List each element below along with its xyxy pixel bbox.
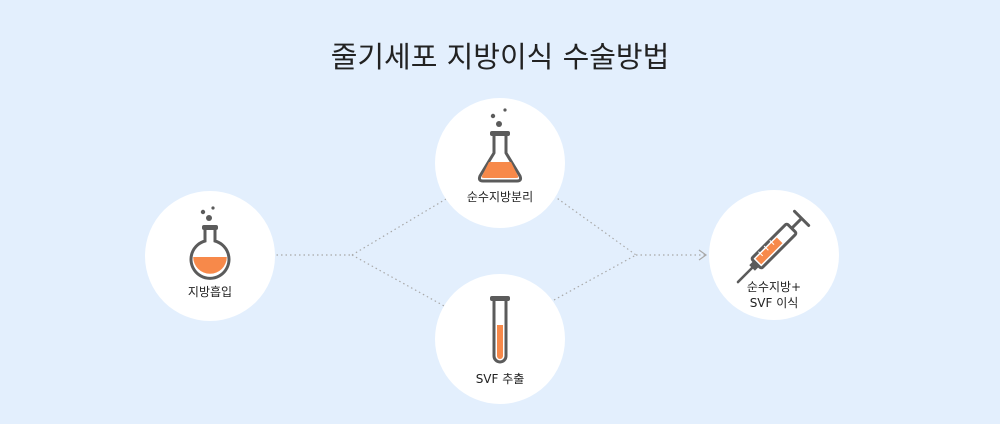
step-label-line2: SVF 이식 bbox=[749, 296, 799, 310]
conical-flask-icon bbox=[477, 108, 523, 183]
step-svf-extraction: SVF 추출 bbox=[435, 274, 565, 404]
step-label-line1: 순수지방+ bbox=[746, 280, 802, 294]
step-transplant: 순수지방+ SVF 이식 bbox=[709, 190, 839, 320]
round-flask-icon bbox=[189, 206, 231, 280]
step-label: SVF 추출 bbox=[475, 372, 525, 386]
test-tube-icon bbox=[490, 296, 510, 364]
page-title: 줄기세포 지방이식 수술방법 bbox=[330, 40, 670, 74]
step-label: 순수지방분리 bbox=[466, 190, 534, 204]
step-label: 지방흡입 bbox=[187, 285, 233, 299]
syringe-icon bbox=[736, 209, 811, 284]
step-fat-separation: 순수지방분리 bbox=[435, 98, 565, 228]
step-fat-suction: 지방흡입 bbox=[145, 191, 275, 321]
